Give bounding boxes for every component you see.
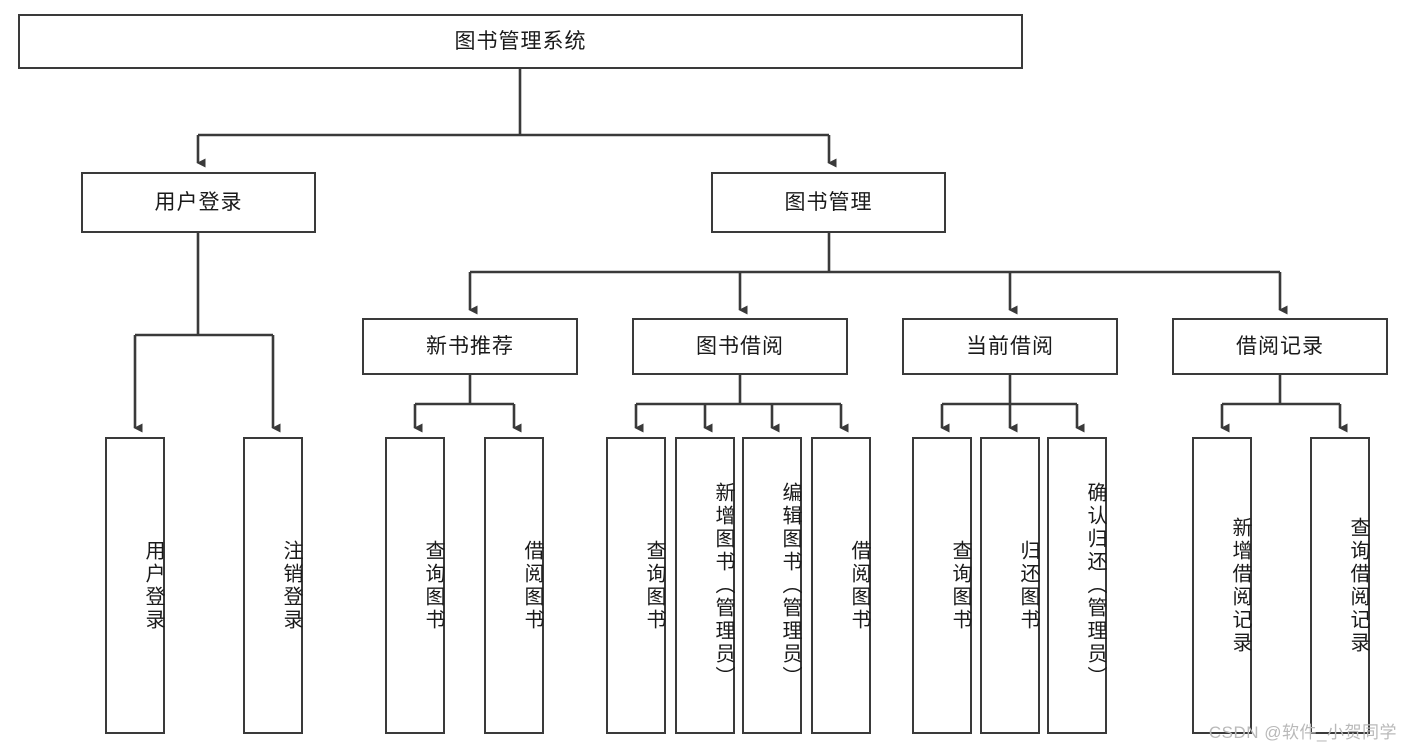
node-borrow-record[interactable]: 借阅记录: [1172, 318, 1388, 375]
node-leaf-query-book-3-label: 查询图书: [949, 539, 971, 632]
watermark: CSDN @软件_小贺同学: [1208, 723, 1397, 742]
node-leaf-query-record-label: 查询借阅记录: [1347, 516, 1369, 655]
node-root-label: 图书管理系统: [454, 29, 587, 53]
node-leaf-edit-book-label: 编辑图书（管理员）: [779, 482, 801, 689]
node-leaf-query-book-3[interactable]: 查询图书: [912, 437, 972, 734]
node-leaf-query-book-1-label: 查询图书: [422, 539, 444, 632]
node-leaf-return-book[interactable]: 归还图书: [980, 437, 1040, 734]
node-leaf-logout-login[interactable]: 注销登录: [243, 437, 303, 734]
node-leaf-query-book-2[interactable]: 查询图书: [606, 437, 666, 734]
node-book-borrow[interactable]: 图书借阅: [632, 318, 848, 375]
node-current-borrow[interactable]: 当前借阅: [902, 318, 1118, 375]
node-leaf-add-book-label: 新增图书（管理员）: [712, 482, 734, 689]
node-new-book-recommend[interactable]: 新书推荐: [362, 318, 578, 375]
node-current-borrow-label: 当前借阅: [966, 334, 1054, 358]
node-leaf-borrow-book-2[interactable]: 借阅图书: [811, 437, 871, 734]
node-leaf-borrow-book-1-label: 借阅图书: [521, 539, 543, 632]
node-user-login[interactable]: 用户登录: [81, 172, 316, 233]
node-leaf-logout-login-label: 注销登录: [280, 539, 302, 632]
node-leaf-user-login-label: 用户登录: [142, 539, 164, 632]
node-borrow-record-label: 借阅记录: [1236, 334, 1324, 358]
node-leaf-add-book[interactable]: 新增图书（管理员）: [675, 437, 735, 734]
node-leaf-edit-book[interactable]: 编辑图书（管理员）: [742, 437, 802, 734]
node-leaf-add-record[interactable]: 新增借阅记录: [1192, 437, 1252, 734]
node-user-login-label: 用户登录: [154, 190, 243, 214]
node-leaf-borrow-book-2-label: 借阅图书: [848, 539, 870, 632]
node-leaf-query-book-1[interactable]: 查询图书: [385, 437, 445, 734]
node-book-manage[interactable]: 图书管理: [711, 172, 946, 233]
node-leaf-add-record-label: 新增借阅记录: [1229, 516, 1251, 655]
node-leaf-query-record[interactable]: 查询借阅记录: [1310, 437, 1370, 734]
node-leaf-user-login[interactable]: 用户登录: [105, 437, 165, 734]
node-root[interactable]: 图书管理系统: [18, 14, 1023, 69]
node-leaf-query-book-2-label: 查询图书: [643, 539, 665, 632]
node-leaf-return-book-label: 归还图书: [1017, 539, 1039, 632]
node-leaf-confirm-return-label: 确认归还（管理员）: [1084, 482, 1106, 689]
node-book-manage-label: 图书管理: [784, 190, 873, 214]
node-leaf-confirm-return[interactable]: 确认归还（管理员）: [1047, 437, 1107, 734]
node-new-book-recommend-label: 新书推荐: [426, 334, 514, 358]
node-leaf-borrow-book-1[interactable]: 借阅图书: [484, 437, 544, 734]
node-book-borrow-label: 图书借阅: [696, 334, 784, 358]
